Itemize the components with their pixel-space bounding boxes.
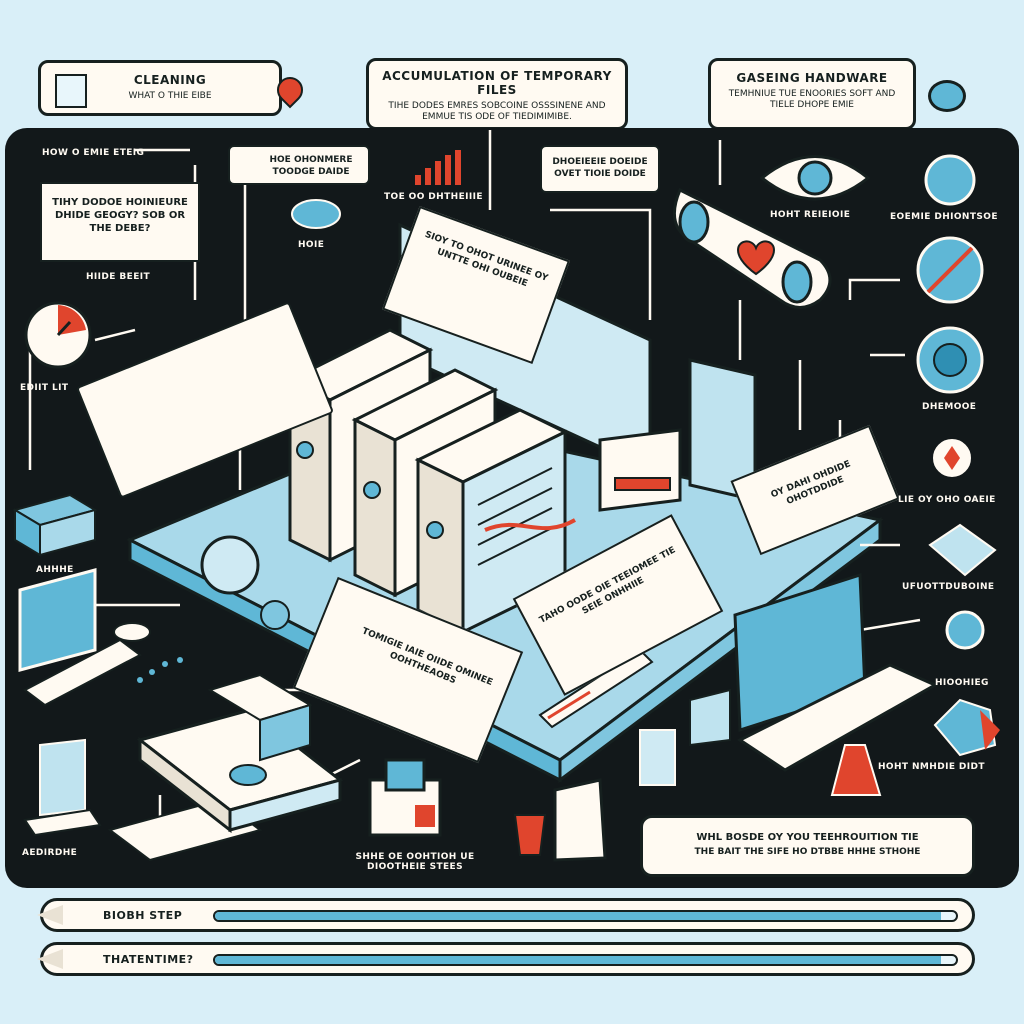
hide-eient-label: HIIDE BEEIT — [86, 272, 151, 282]
progress-fill-1 — [215, 912, 942, 920]
laptop-label: AEDIRDHE — [22, 848, 78, 858]
result-line2: THE BAIT THE SIFE HO DTBBE HHHE STHOHE — [694, 847, 921, 857]
progress-label-2: THATENTIME? — [103, 953, 194, 966]
question-text: TIHY DODOE HOINIEURE DHIDE GEOGY? SOB OR… — [52, 197, 188, 234]
cloud-label: HOIE — [298, 240, 325, 250]
ring-label: UFUOTTDUBOINE — [902, 582, 995, 592]
progress-track-1 — [213, 910, 958, 922]
eye-label: HOHT REIEIOIE — [770, 210, 851, 220]
progress-label-1: BIOBH STEP — [103, 909, 183, 922]
beaker-label: HOHT NMHDIE DIDT — [878, 762, 985, 772]
temp-files-subtitle: TIHE DODES EMRES SOBCOINE OSSSINENE AND … — [388, 101, 606, 123]
temp-files-callout: ACCUMULATION OF TEMPORARY FILES TIHE DOD… — [366, 58, 628, 130]
how-step-label: HOW O EMIE ETEIG — [42, 148, 145, 158]
badge-label: LIE OY OHO OAEIE — [898, 495, 996, 505]
hardware-title: GASEING HANDWARE — [736, 71, 888, 85]
over-note-text: DHOEIEEIE DOEIDE OVET TIOIE DOIDE — [552, 157, 648, 179]
heart-note-text: TOMIGIE IAIE OIIDE OMINEE OOHTHEAOBS — [360, 626, 494, 689]
hex-label: HIOOHIEG — [935, 678, 989, 688]
box-label: AHHHE — [36, 565, 74, 575]
icon-note-box: HOE OHONMERE TOODGE DAIDE — [228, 145, 370, 185]
icon-note-text: HOE OHONMERE TOODGE DAIDE — [269, 155, 353, 177]
question-box: TIHY DODOE HOINIEURE DHIDE GEOGY? SOB OR… — [40, 182, 200, 262]
result-box: WHL BOSDE OY YOU TEEHROUITION TIE THE BA… — [640, 815, 975, 877]
pencil-icon — [37, 949, 63, 969]
hardware-subtitle: TEMHNIUE TUE ENOORIES SOFT AND TIELE DHO… — [728, 89, 896, 111]
clock-label: EDIIT LIT — [20, 383, 69, 393]
magnifier-icon — [928, 80, 966, 112]
bars-label: TOE OO DHTHEIIIE — [384, 192, 483, 202]
cleaning-callout: CLEANING WHAT O THIE EIBE — [38, 60, 309, 116]
progress-fill-2 — [215, 956, 942, 964]
circle-label: DHEMOOE — [922, 402, 977, 412]
cleaning-title: CLEANING — [133, 73, 207, 87]
pencil-icon — [37, 905, 63, 925]
progress-bar-2: THATENTIME? — [37, 942, 975, 976]
cleaning-subtitle: WHAT O THIE EIBE — [128, 91, 212, 101]
gear-label: EOEMIE DHIONTSOE — [890, 212, 998, 222]
result-line1: WHL BOSDE OY YOU TEEHROUITION TIE — [696, 832, 919, 843]
open-note-text: OY DAHI OHDIDE OHOTDDIDE — [769, 459, 853, 507]
window-icon — [55, 74, 87, 108]
over-note-box: DHOEIEEIE DOEIDE OVET TIOIE DOIDE — [540, 145, 660, 193]
progress-bar-1: BIOBH STEP — [37, 898, 975, 932]
bottom-label: SHHE OE OOHTIOH UE DIOOTHEIE STEES — [355, 852, 475, 872]
progress-track-2 — [213, 954, 958, 966]
temp-files-title: ACCUMULATION OF TEMPORARY FILES — [382, 69, 612, 97]
